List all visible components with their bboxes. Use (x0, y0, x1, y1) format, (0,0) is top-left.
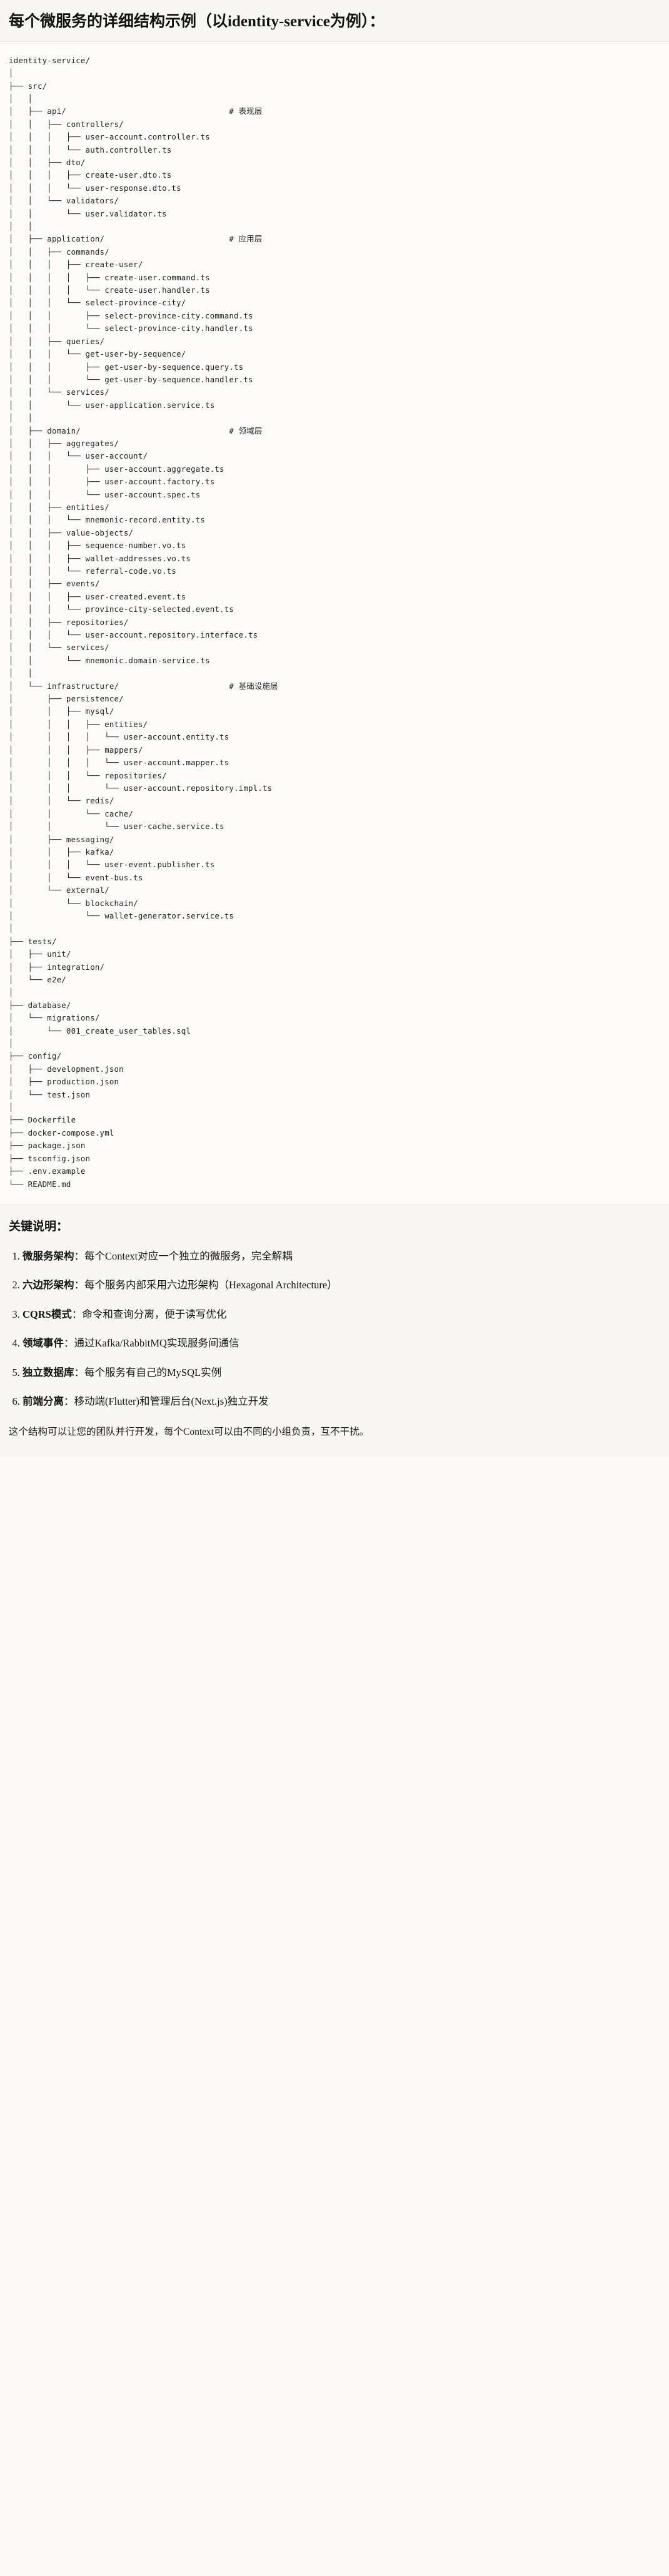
key-note-term: CQRS模式 (23, 1308, 72, 1320)
key-note-desc: ：移动端(Flutter)和管理后台(Next.js)独立开发 (64, 1395, 269, 1408)
key-note-term: 微服务架构 (23, 1250, 74, 1262)
key-notes-footer: 这个结构可以让您的团队并行开发，每个Context可以由不同的小组负责，互不干扰… (9, 1426, 370, 1437)
key-note-item: 领域事件：通过Kafka/RabbitMQ实现服务间通信 (23, 1335, 660, 1352)
key-note-item: 六边形架构：每个服务内部采用六边形架构（Hexagonal Architectu… (23, 1277, 660, 1293)
directory-tree-block: identity-service/ │ ├── src/ │ │ │ ├── a… (0, 41, 669, 1205)
header-band: 每个微服务的详细结构示例（以identity-service为例）： (0, 0, 669, 42)
key-note-term: 领域事件 (23, 1337, 64, 1350)
key-note-desc: ：命令和查询分离，便于读写优化 (71, 1308, 227, 1320)
key-note-desc: ：通过Kafka/RabbitMQ实现服务间通信 (64, 1337, 239, 1350)
key-notes-title: 关键说明： (9, 1219, 69, 1233)
key-note-item: 独立数据库：每个服务有自己的MySQL实例 (23, 1365, 660, 1381)
key-note-item: 前端分离：移动端(Flutter)和管理后台(Next.js)独立开发 (23, 1393, 660, 1410)
page-title: 每个微服务的详细结构示例（以identity-service为例）： (9, 13, 385, 30)
key-note-item: CQRS模式：命令和查询分离，便于读写优化 (23, 1306, 660, 1323)
key-notes-section: 关键说明： 微服务架构：每个Context对应一个独立的微服务，完全解耦六边形架… (0, 1204, 669, 1457)
key-note-term: 独立数据库 (23, 1366, 74, 1378)
key-notes-list: 微服务架构：每个Context对应一个独立的微服务，完全解耦六边形架构：每个服务… (9, 1248, 660, 1410)
key-note-desc: ：每个Context对应一个独立的微服务，完全解耦 (74, 1250, 293, 1262)
key-note-item: 微服务架构：每个Context对应一个独立的微服务，完全解耦 (23, 1248, 660, 1265)
key-note-term: 六边形架构 (23, 1279, 74, 1291)
key-note-desc: ：每个服务内部采用六边形架构（Hexagonal Architecture） (74, 1279, 338, 1291)
key-note-term: 前端分离 (23, 1395, 64, 1408)
directory-tree: identity-service/ │ ├── src/ │ │ │ ├── a… (9, 55, 278, 1189)
key-note-desc: ：每个服务有自己的MySQL实例 (74, 1366, 222, 1378)
